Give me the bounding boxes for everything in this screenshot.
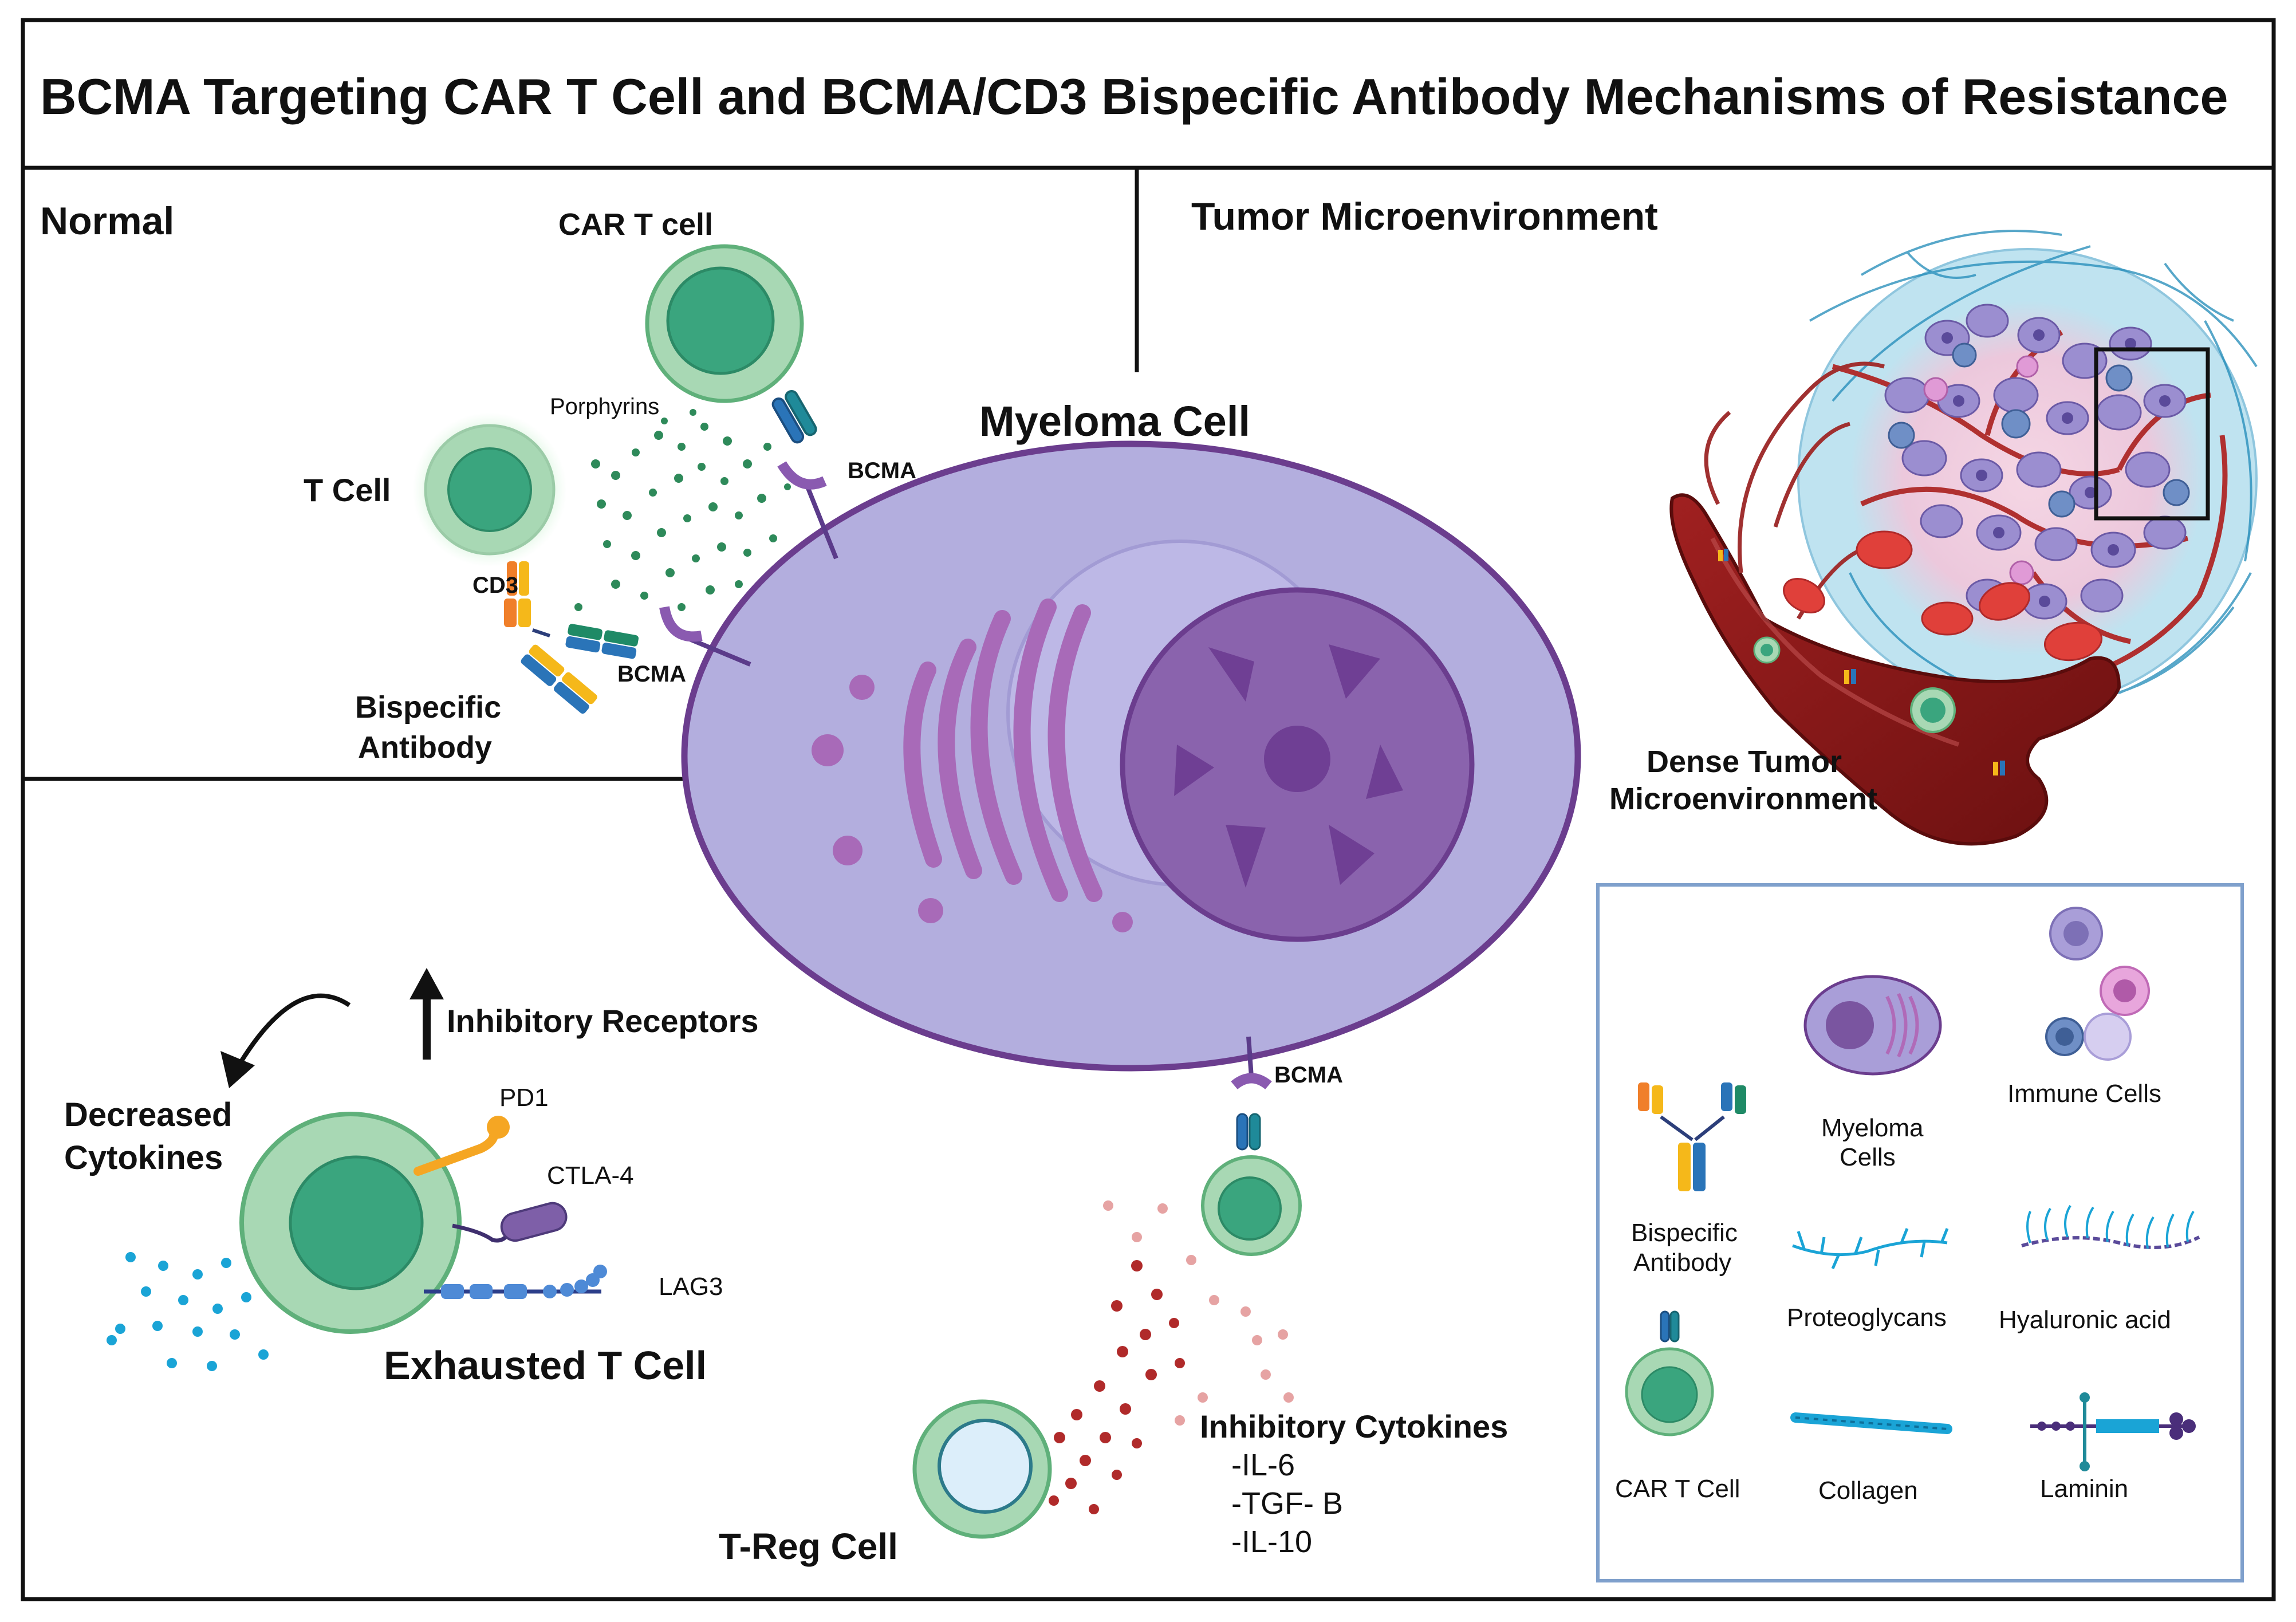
legend-hyaluronic-acid: Hyaluronic acid (1999, 1306, 2171, 1334)
car-t-cell-icon (1625, 1310, 1714, 1436)
blood-vessel-icon (1669, 361, 2121, 846)
section-normal-label: Normal (40, 199, 175, 243)
dense-tme-label-line2: Microenvironment (1609, 782, 1878, 816)
legend-bispecific-line2: Antibody (1633, 1249, 1732, 1277)
legend-laminin: Laminin (2040, 1475, 2129, 1503)
dense-tme-label-line1: Dense Tumor (1647, 745, 1842, 779)
bcma-label-top: BCMA (848, 458, 916, 483)
treg-cell-label: T-Reg Cell (719, 1526, 898, 1567)
immune-cells-icon (2045, 907, 2150, 1061)
t-cell-label: T Cell (304, 472, 391, 508)
treg-cell-icon (912, 1399, 1052, 1539)
porphyrins-label: Porphyrins (550, 394, 660, 419)
exhausted-t-cell-label: Exhausted T Cell (384, 1343, 707, 1388)
bcma-label-bottom: BCMA (1274, 1062, 1343, 1088)
decreased-cytokines-line2: Cytokines (64, 1139, 223, 1176)
legend-bispecific-line1: Bispecific (1631, 1219, 1738, 1247)
car-t-cell-label: CAR T cell (558, 207, 714, 242)
legend-box (1596, 883, 2244, 1582)
tumor-mass-icon (1797, 230, 2258, 708)
myeloma-cell-label: Myeloma Cell (979, 397, 1250, 445)
bcma-receptor-icon (659, 461, 1272, 1090)
legend-immune-cells: Immune Cells (2007, 1080, 2161, 1108)
exhausted-t-cell-icon (239, 1112, 607, 1334)
laminin-icon (2030, 1392, 2196, 1471)
lag3-label: LAG3 (659, 1273, 723, 1301)
car-t-cell-icon (645, 244, 817, 444)
bcma-label-mid: BCMA (617, 662, 686, 687)
legend-myeloma-line1: Myeloma (1821, 1114, 1924, 1142)
legend-collagen: Collagen (1818, 1477, 1918, 1505)
bispecific-antibody-icon (1638, 1082, 1746, 1191)
diagram-title: BCMA Targeting CAR T Cell and BCMA/CD3 B… (40, 68, 2228, 125)
legend-car-t-cell: CAR T Cell (1615, 1475, 1740, 1503)
curved-arrow-icon (220, 993, 351, 1088)
cd3-label: CD3 (472, 573, 519, 598)
decreased-cytokine-dots (107, 1252, 269, 1371)
cytokine-il6: -IL-6 (1231, 1448, 1295, 1482)
proteoglycan-icon (1792, 1228, 1949, 1269)
pd1-label: PD1 (499, 1084, 549, 1112)
car-t-cell-icon (1201, 1113, 1302, 1256)
section-tme-label: Tumor Microenvironment (1191, 195, 1658, 238)
cytokine-il10: -IL-10 (1231, 1525, 1313, 1559)
inhibitory-receptors-label: Inhibitory Receptors (447, 1003, 759, 1039)
bispecific-antibody-icon (504, 561, 639, 714)
inhibitory-cytokines-label: Inhibitory Cytokines (1200, 1408, 1509, 1444)
bispecific-label-line1: Bispecific (355, 690, 502, 725)
frame-lines (21, 18, 2276, 1601)
collagen-icon (1790, 1412, 1952, 1434)
hyaluronic-acid-icon (2021, 1204, 2200, 1249)
legend-proteoglycans: Proteoglycans (1787, 1304, 1947, 1332)
bispecific-label-line2: Antibody (358, 730, 492, 765)
cytokine-tgfb: -TGF- B (1231, 1486, 1343, 1521)
myeloma-cell-icon (681, 440, 1581, 1072)
t-cell-icon (412, 412, 567, 567)
ctla4-label: CTLA-4 (547, 1162, 634, 1190)
legend-myeloma-line2: Cells (1840, 1143, 1896, 1171)
arrow-up-icon (409, 968, 444, 1060)
decreased-cytokines-line1: Decreased (64, 1096, 233, 1133)
myeloma-cell-icon (1803, 975, 1942, 1076)
